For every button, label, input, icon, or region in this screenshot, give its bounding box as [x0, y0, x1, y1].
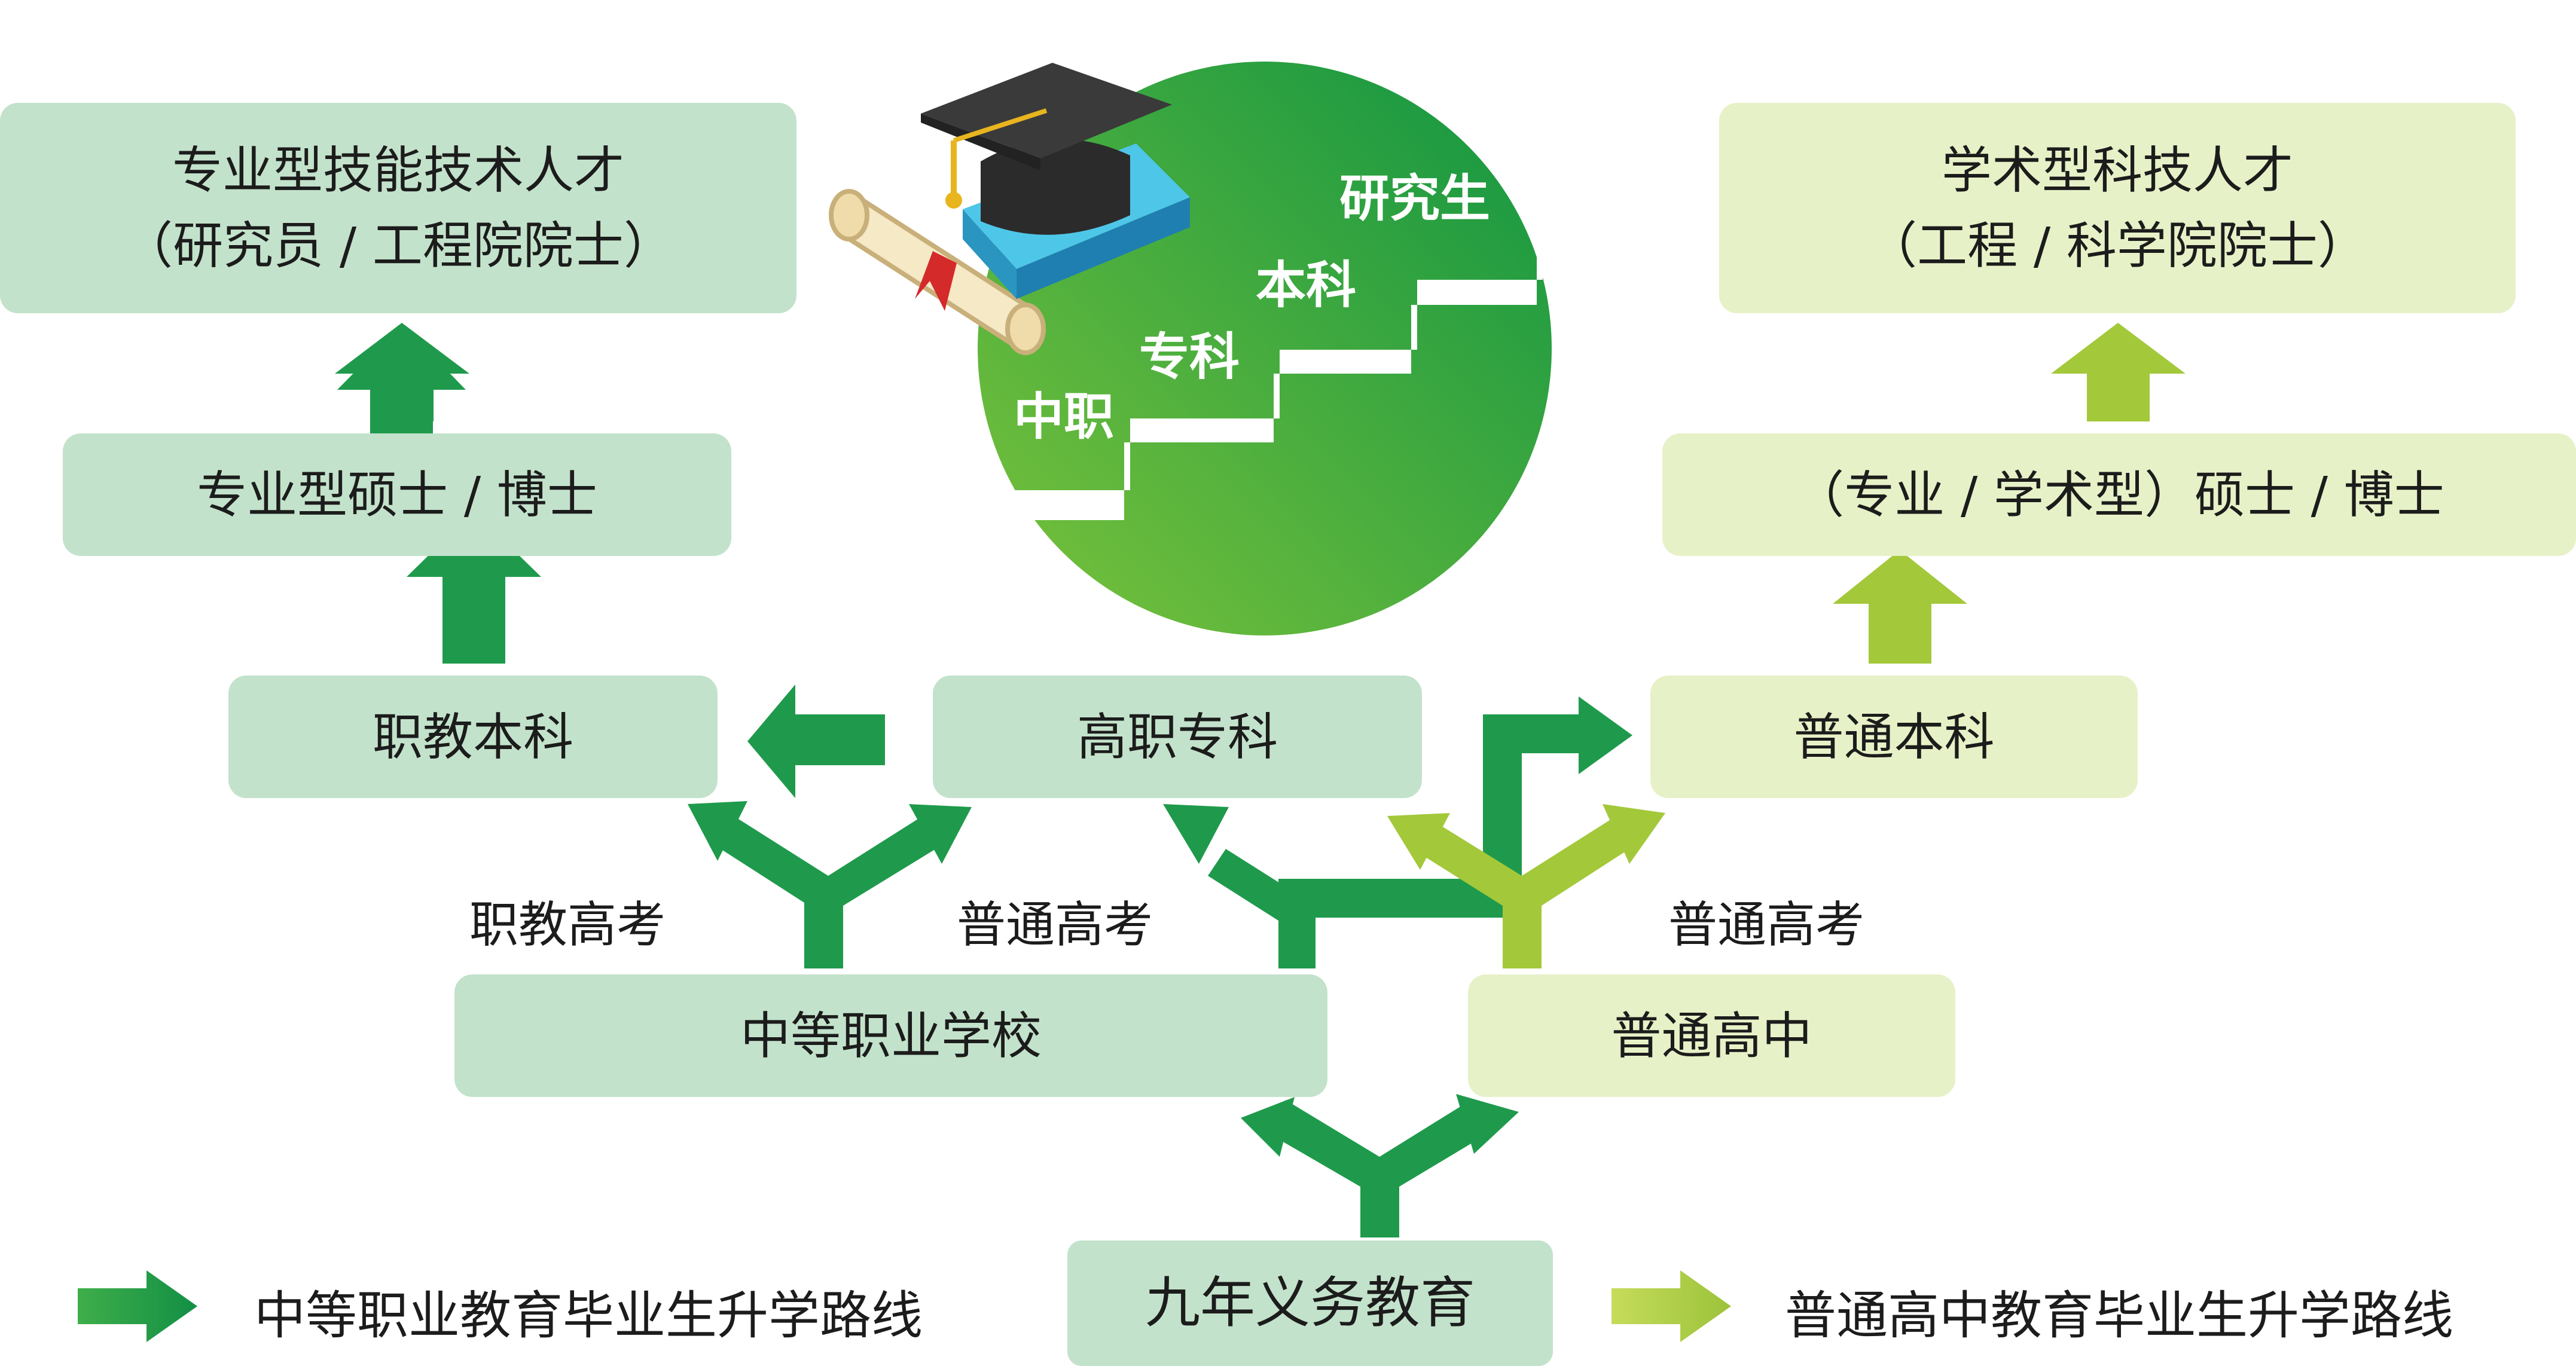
secondary-vocational-school-box: 中等职业学校 — [454, 974, 1327, 1097]
higher-vocational-label: 高职专科 — [1076, 707, 1278, 766]
general-exam-label-left: 普通高考 — [957, 897, 1153, 954]
vocational-bachelor-label: 职教本科 — [372, 707, 573, 766]
academic-master-phd-label: （专业 / 学术型）硕士 / 博士 — [1794, 465, 2444, 524]
academic-talent-subtitle: （工程 / 科学院院士） — [1867, 216, 2368, 275]
academic-master-phd-box: （专业 / 学术型）硕士 / 博士 — [1662, 433, 2576, 556]
arrow-up-left-top — [335, 323, 469, 421]
legend-general-route: 普通高中教育毕业生升学路线 — [1785, 1286, 2453, 1346]
compulsory-education-label: 九年义务教育 — [1144, 1271, 1475, 1335]
academic-talent-title: 学术型科技人才 — [1941, 141, 2293, 200]
general-high-school-box: 普通高中 — [1468, 974, 1955, 1097]
general-high-school-label: 普通高中 — [1611, 1006, 1812, 1065]
vocational-talent-box: 专业型技能技术人才 （研究员 / 工程院院士） — [0, 103, 796, 313]
general-arrows — [1387, 323, 2186, 968]
vocational-master-phd-box: 专业型硕士 / 博士 — [63, 433, 731, 556]
vocational-bachelor-box: 职教本科 — [228, 676, 718, 798]
stair-step-yanjiusheng: 研究生 — [1339, 169, 1491, 228]
diploma-scroll-icon — [829, 189, 1046, 355]
stair-step-zhongzhi: 中职 — [1014, 387, 1115, 446]
academic-talent-box: 学术型科技人才 （工程 / 科学院院士） — [1719, 103, 2516, 313]
stair-step-benke: 本科 — [1256, 256, 1357, 314]
higher-vocational-box: 高职专科 — [933, 676, 1422, 798]
compulsory-education-box: 九年义务教育 — [1067, 1240, 1553, 1366]
general-bachelor-label: 普通本科 — [1793, 707, 1995, 766]
arrow-icon — [78, 1270, 1731, 1342]
general-exam-label-right: 普通高考 — [1668, 897, 1865, 954]
vocational-exam-label: 职教高考 — [469, 897, 666, 954]
legend-vocational-route: 中等职业教育毕业生升学路线 — [254, 1286, 923, 1346]
secondary-vocational-school-label: 中等职业学校 — [740, 1006, 1042, 1065]
vocational-talent-title: 专业型技能技术人才 — [172, 141, 624, 200]
vocational-master-phd-label: 专业型硕士 / 博士 — [197, 465, 597, 524]
general-bachelor-box: 普通本科 — [1650, 676, 2138, 798]
graduation-cap-icon — [921, 63, 1172, 235]
vocational-talent-subtitle: （研究员 / 工程院院士） — [123, 216, 674, 275]
stair-step-zhuanke: 专科 — [1139, 328, 1240, 386]
